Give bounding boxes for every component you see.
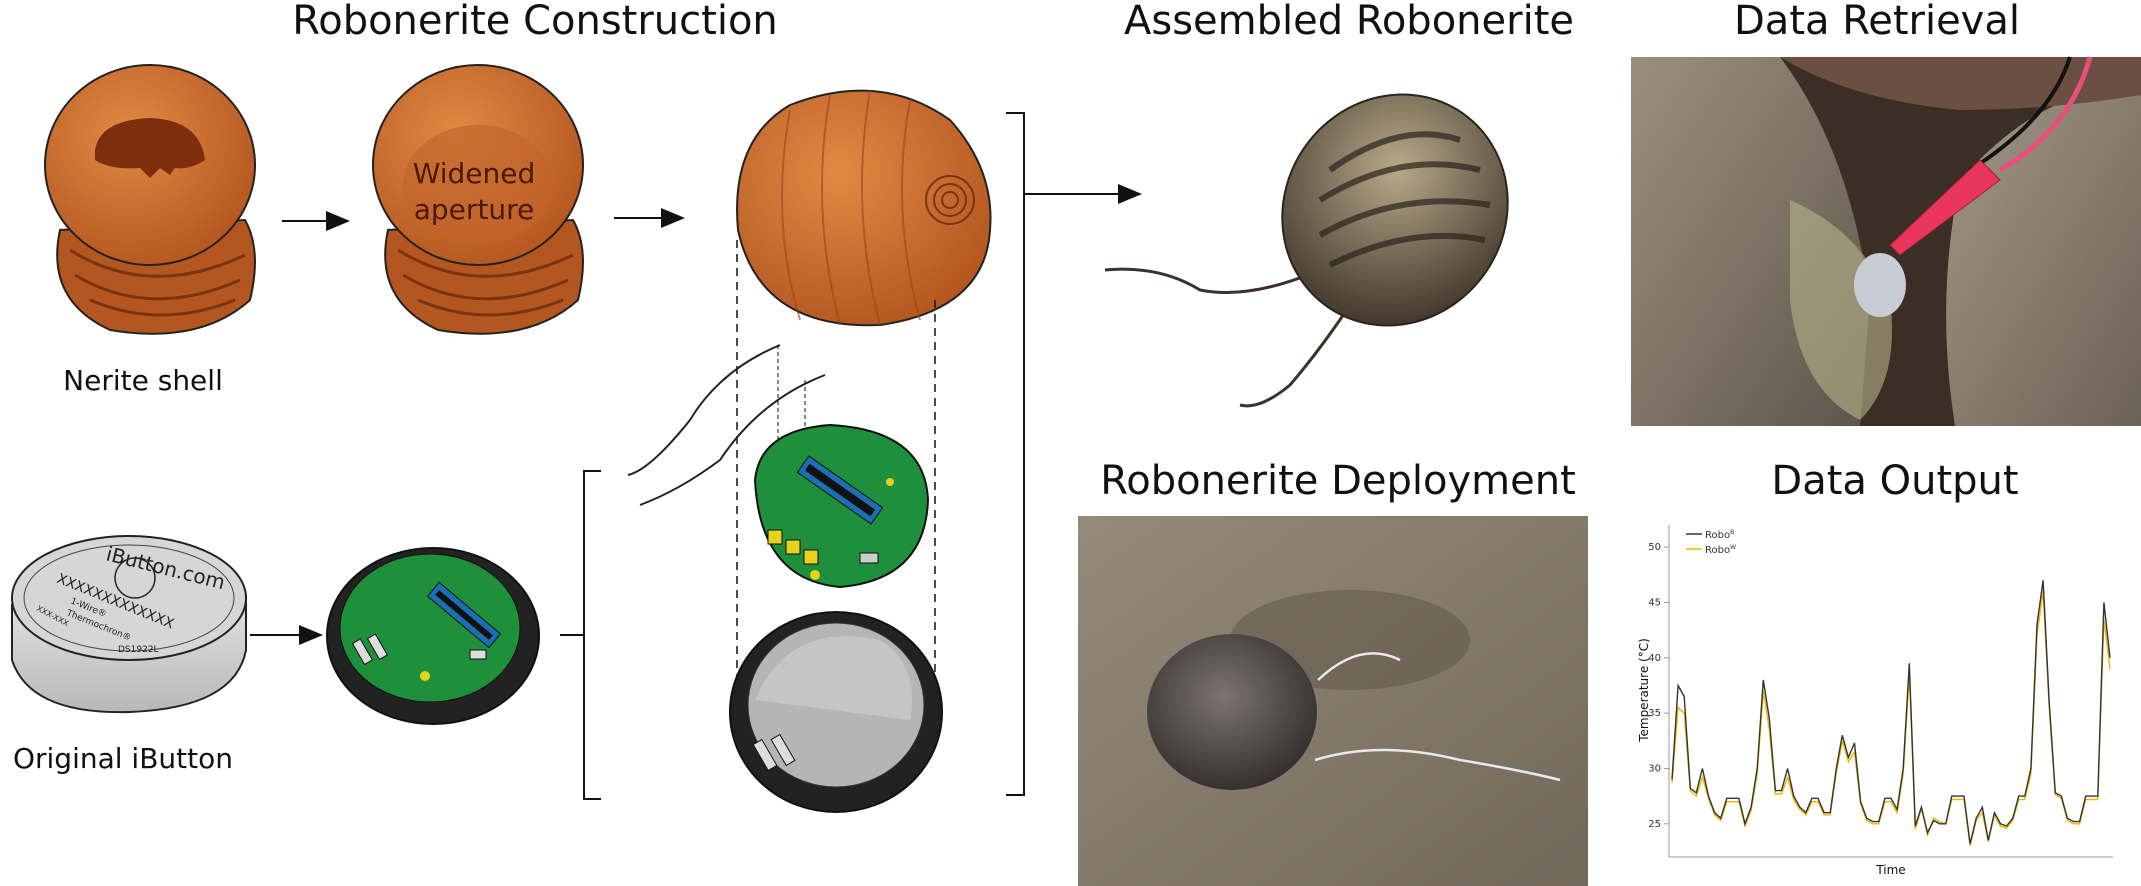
y-tick-label: 35 <box>1648 708 1661 719</box>
opened-ibutton-illustration <box>326 547 540 725</box>
y-axis-label: Temperature (°C) <box>1637 638 1651 743</box>
data-retrieval-photo <box>1631 56 2141 426</box>
legend-label-w: RoboW <box>1705 544 1736 556</box>
x-axis-label: Time <box>1875 863 1905 877</box>
y-tick-label: 50 <box>1648 542 1661 553</box>
bracket-left <box>560 470 601 800</box>
series-line-b <box>1671 580 2111 844</box>
label-widened-2: aperture <box>414 193 535 226</box>
y-tick-label: 40 <box>1648 653 1661 664</box>
y-tick-label: 25 <box>1648 819 1661 830</box>
exploded-view-guides <box>736 240 936 685</box>
assembled-robonerite-photo <box>1104 93 1509 408</box>
y-tick-label: 30 <box>1648 763 1661 774</box>
label-widened-1: Widened <box>413 157 536 190</box>
temperature-chart: 25 30 35 40 45 50 RoboB RoboW Time Temperatur… <box>1637 525 2113 877</box>
title-deployment: Robonerite Deployment <box>1100 458 1576 504</box>
nerite-shell-illustration <box>44 64 256 335</box>
deployment-photo <box>1078 516 1588 886</box>
title-output: Data Output <box>1771 458 2018 504</box>
ibutton-illustration: iButton.com XXXXXXXXXXXXX 1-Wire® Thermo… <box>11 535 247 714</box>
label-nerite-shell: Nerite shell <box>63 364 223 397</box>
shell-top-illustration <box>736 89 992 327</box>
ibutton-logo-icon <box>114 557 156 599</box>
ibutton-model: DS1922L <box>118 645 159 655</box>
wire-leads <box>627 344 826 506</box>
y-tick-label: 45 <box>1648 597 1661 608</box>
title-assembled: Assembled Robonerite <box>1124 0 1574 44</box>
title-retrieval: Data Retrieval <box>1734 0 2020 44</box>
battery-case-illustration <box>729 611 943 813</box>
label-original-ibutton: Original iButton <box>13 742 233 775</box>
title-construction: Robonerite Construction <box>292 0 778 44</box>
bracket-right <box>1006 112 1025 796</box>
series-line-w <box>1671 591 2111 847</box>
legend-label-b: RoboB <box>1705 529 1734 541</box>
pcb-illustration <box>753 423 930 589</box>
widened-shell-illustration <box>372 64 584 335</box>
